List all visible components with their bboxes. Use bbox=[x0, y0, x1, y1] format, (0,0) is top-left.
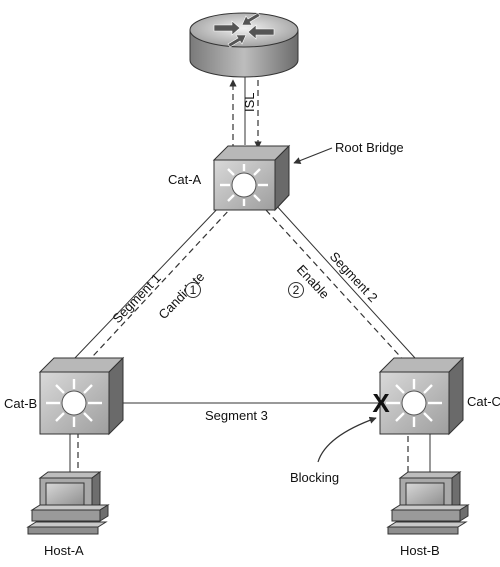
switch-icon bbox=[46, 379, 102, 427]
segment-1-label: Segment 1 bbox=[109, 270, 163, 326]
cat-b-switch bbox=[38, 356, 125, 436]
step-2-badge: 2 bbox=[288, 282, 304, 298]
router-icon bbox=[189, 12, 299, 78]
host-b bbox=[386, 471, 470, 535]
isl-label: ISL bbox=[242, 92, 257, 112]
switch-icon bbox=[220, 164, 268, 206]
path-cat-a-to-cat-c bbox=[265, 209, 409, 366]
workstation-icon bbox=[26, 471, 110, 535]
host-b-label: Host-B bbox=[400, 543, 440, 558]
segment-2-link bbox=[274, 203, 416, 359]
blocking-pointer bbox=[317, 416, 377, 463]
blocking-label: Blocking bbox=[290, 470, 339, 485]
root-bridge-label: Root Bridge bbox=[335, 140, 404, 155]
workstation-icon bbox=[386, 471, 470, 535]
path-cat-b-to-cat-a bbox=[79, 207, 232, 371]
cat-a-switch bbox=[212, 144, 291, 212]
blocking-marker: X bbox=[372, 388, 390, 418]
segment-1-link bbox=[72, 203, 223, 361]
step-1-badge: 1 bbox=[185, 282, 201, 298]
cat-a-label: Cat-A bbox=[168, 172, 202, 187]
cat-c-switch bbox=[378, 356, 465, 436]
segment-3-label: Segment 3 bbox=[205, 408, 268, 423]
links bbox=[69, 75, 431, 482]
host-a bbox=[26, 471, 110, 535]
host-a-label: Host-A bbox=[44, 543, 84, 558]
svg-text:1: 1 bbox=[190, 283, 197, 297]
switch-icon bbox=[386, 379, 442, 427]
cat-b-label: Cat-B bbox=[4, 396, 37, 411]
svg-text:2: 2 bbox=[293, 283, 300, 297]
root-bridge-pointer bbox=[293, 147, 333, 164]
cat-c-label: Cat-C bbox=[467, 394, 500, 409]
segment-2-label: Segment 2 bbox=[327, 249, 381, 305]
candidate-label: Candidate bbox=[155, 269, 207, 322]
